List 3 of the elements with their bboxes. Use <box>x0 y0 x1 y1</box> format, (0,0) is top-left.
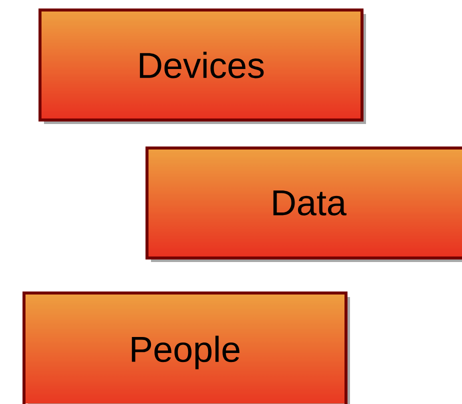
process-box: Data <box>146 146 462 262</box>
process-box: People <box>22 292 350 404</box>
process-box: Devices <box>38 8 366 124</box>
